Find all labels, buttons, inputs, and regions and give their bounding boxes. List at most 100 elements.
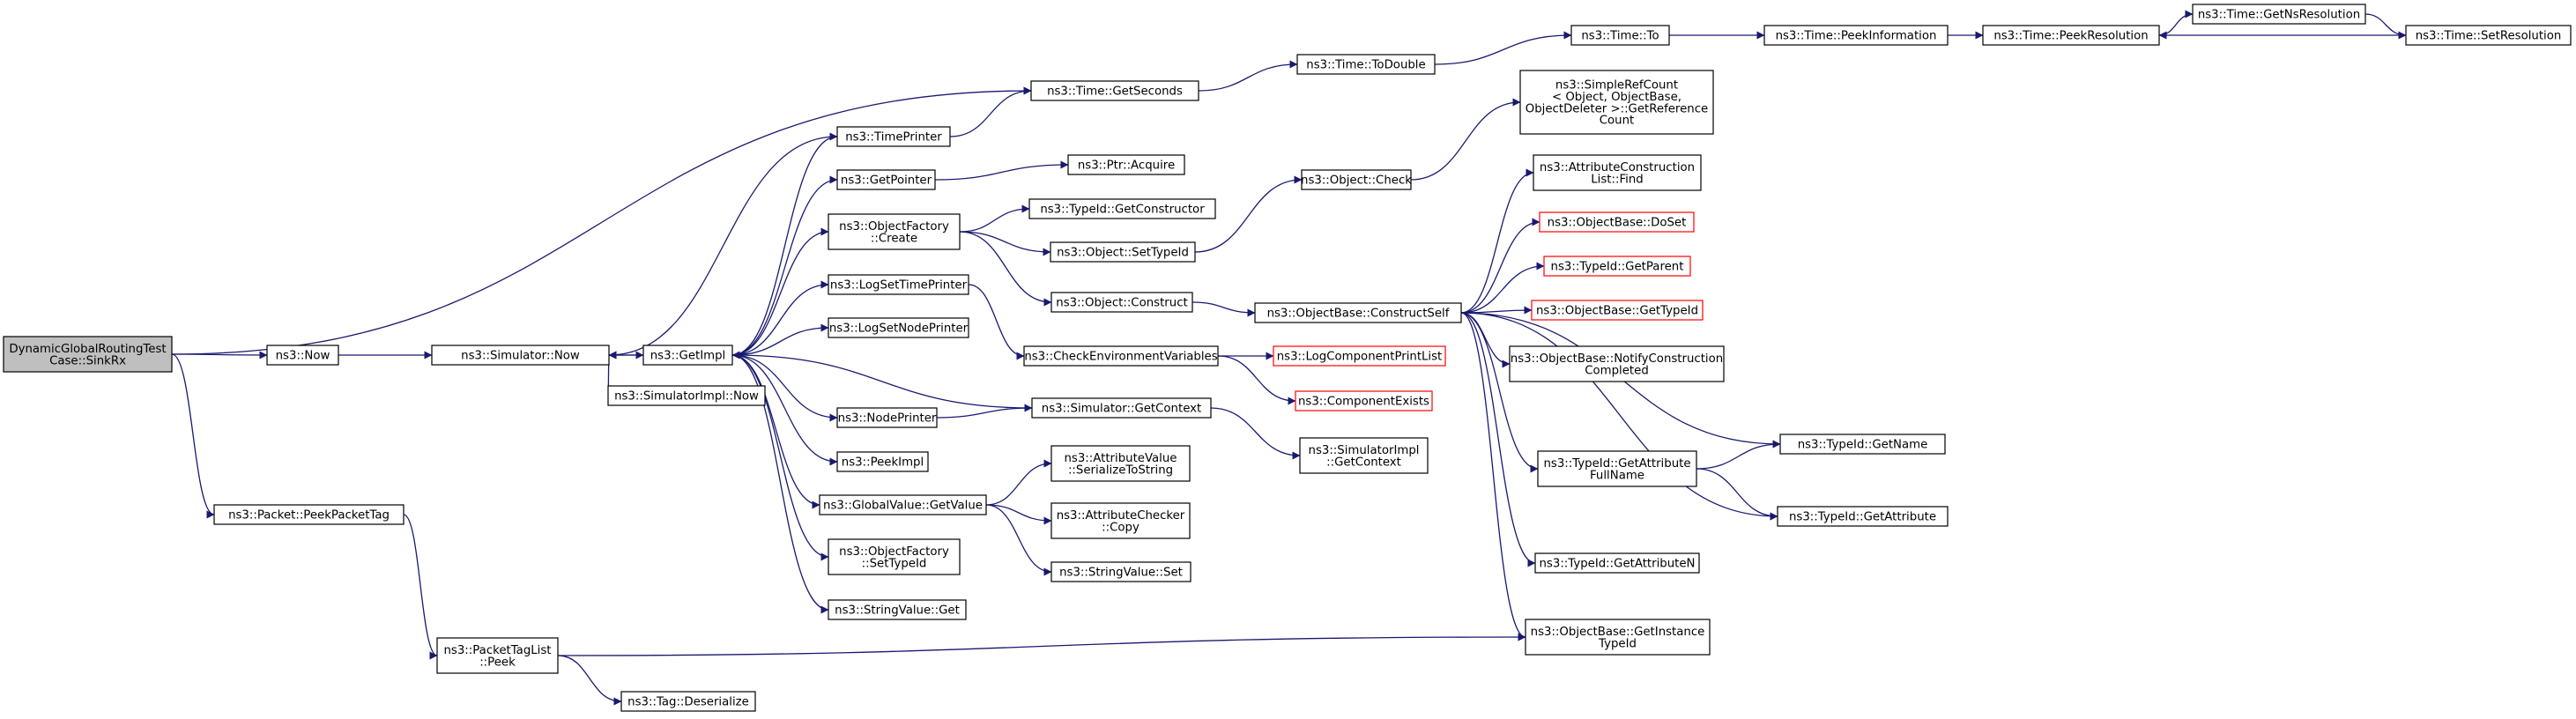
graph-node-objsettypeid[interactable]: ns3::Object::SetTypeId xyxy=(1050,241,1196,263)
node-label: ns3::ObjectBase::DoSet xyxy=(1548,217,1687,230)
graph-node-ofcreate[interactable]: ns3::ObjectFactory::Create xyxy=(828,213,961,250)
graph-node-peekpackettag[interactable]: ns3::Packet::PeekPacketTag xyxy=(213,504,405,525)
graph-node-now[interactable]: ns3::Now xyxy=(266,345,339,366)
node-label: ns3::Simulator::Now xyxy=(461,350,580,363)
graph-node-simnow[interactable]: ns3::Simulator::Now xyxy=(431,345,610,366)
node-label: ns3::AttributeChecker xyxy=(1057,509,1185,523)
node-label: ns3::Time::PeekInformation xyxy=(1776,30,1937,43)
graph-node-peekres[interactable]: ns3::Time::PeekResolution xyxy=(1982,25,2160,46)
node-box xyxy=(836,451,929,472)
node-label: ns3::ComponentExists xyxy=(1298,396,1429,409)
graph-node-getconstructor[interactable]: ns3::TypeId::GetConstructor xyxy=(1028,198,1216,219)
graph-node-getpointer[interactable]: ns3::GetPointer xyxy=(836,169,936,190)
graph-node-checkenv[interactable]: ns3::CheckEnvironmentVariables xyxy=(1023,345,1219,367)
node-label: ::Copy xyxy=(1102,521,1140,534)
graph-node-obgettypeid[interactable]: ns3::ObjectBase::GetTypeId xyxy=(1531,300,1704,321)
graph-node-peekinfo[interactable]: ns3::Time::PeekInformation xyxy=(1763,25,1949,46)
call-edge-constructself-to-getattribute xyxy=(1460,312,1778,521)
call-edge-getpointer-to-ptracquire xyxy=(934,160,1069,181)
call-edge-checkenv-to-compexists xyxy=(1217,355,1296,405)
node-box xyxy=(1533,154,1702,191)
node-label: ns3::CheckEnvironmentVariables xyxy=(1024,351,1217,364)
node-label: ns3::LogSetNodePrinter xyxy=(829,322,969,336)
graph-node-getattribute[interactable]: ns3::TypeId::GetAttribute xyxy=(1777,506,1949,527)
edge-layer xyxy=(171,10,2407,706)
node-box xyxy=(1050,561,1191,582)
graph-node-timeprinter[interactable]: ns3::TimePrinter xyxy=(836,126,951,147)
graph-node-tagdeserialize[interactable]: ns3::Tag::Deserialize xyxy=(620,691,756,712)
call-edge-constructself-to-getparent xyxy=(1460,262,1545,314)
node-box xyxy=(828,213,961,250)
graph-node-svget[interactable]: ns3::StringValue::Get xyxy=(828,599,967,620)
graph-node-getseconds[interactable]: ns3::Time::GetSeconds xyxy=(1030,80,1199,101)
graph-node-ptlpeek[interactable]: ns3::PacketTagList::Peek xyxy=(436,637,559,674)
graph-node-simimplnow[interactable]: ns3::SimulatorImpl::Now xyxy=(607,385,766,406)
graph-node-getnsres[interactable]: ns3::Time::GetNsResolution xyxy=(2192,4,2366,25)
call-edge-getimpl-to-logsetnp xyxy=(731,323,829,356)
node-box xyxy=(642,345,733,366)
node-label: ns3::TypeId::GetAttribute xyxy=(1543,457,1690,471)
node-box xyxy=(828,317,969,338)
graph-node-peekimpl[interactable]: ns3::PeekImpl xyxy=(836,451,929,472)
node-label: Completed xyxy=(1585,364,1649,377)
call-edge-getimpl-to-gvgetvalue xyxy=(731,354,820,509)
node-box xyxy=(836,126,951,147)
node-label: List::Find xyxy=(1591,173,1643,186)
node-box xyxy=(620,691,756,712)
graph-node-getattrn[interactable]: ns3::TypeId::GetAttributeN xyxy=(1534,552,1700,574)
node-box xyxy=(1570,25,1670,46)
graph-node-avserialize[interactable]: ns3::AttributeValue::SerializeToString xyxy=(1050,445,1191,482)
graph-node-accopy[interactable]: ns3::AttributeChecker::Copy xyxy=(1050,502,1191,539)
graph-node-getrefcount[interactable]: ns3::SimpleRefCount< Object, ObjectBase,… xyxy=(1519,70,1714,135)
node-label: ns3::Time::To xyxy=(1581,30,1659,43)
node-label: ns3::SimulatorImpl::Now xyxy=(614,390,759,404)
node-box xyxy=(213,504,405,525)
graph-node-doset[interactable]: ns3::ObjectBase::DoSet xyxy=(1539,211,1695,233)
call-edge-gvgetvalue-to-svset xyxy=(985,504,1052,576)
node-label: ::SetTypeId xyxy=(862,557,927,570)
call-edge-objsettypeid-to-objcheck xyxy=(1194,175,1303,253)
graph-node-getimpl[interactable]: ns3::GetImpl xyxy=(642,345,733,366)
call-edge-constructself-to-doset xyxy=(1460,218,1540,314)
graph-node-simgetcontext[interactable]: ns3::Simulator::GetContext xyxy=(1031,397,1212,419)
graph-node-setres[interactable]: ns3::Time::SetResolution xyxy=(2405,25,2572,46)
graph-node-gvgetvalue[interactable]: ns3::GlobalValue::GetValue xyxy=(819,494,987,515)
call-edge-getimpl-to-ofcreate xyxy=(731,227,829,356)
node-box xyxy=(1050,241,1196,263)
graph-node-timeto[interactable]: ns3::Time::To xyxy=(1570,25,1670,46)
graph-node-getparent[interactable]: ns3::TypeId::GetParent xyxy=(1543,256,1691,277)
node-box xyxy=(819,494,987,515)
graph-node-ptracquire[interactable]: ns3::Ptr::Acquire xyxy=(1067,154,1185,175)
node-box xyxy=(1023,345,1219,367)
graph-node-constructself[interactable]: ns3::ObjectBase::ConstructSelf xyxy=(1254,302,1462,323)
graph-node-logsettp[interactable]: ns3::LogSetTimePrinter xyxy=(828,274,969,295)
node-label: ns3::GlobalValue::GetValue xyxy=(823,500,983,513)
node-label: ns3::AttributeConstruction xyxy=(1540,161,1695,174)
graph-node-logsetnp[interactable]: ns3::LogSetNodePrinter xyxy=(828,317,969,338)
graph-node-objcheck[interactable]: ns3::Object::Check xyxy=(1301,169,1412,190)
node-box xyxy=(1982,25,2160,46)
node-label: ns3::Ptr::Acquire xyxy=(1078,159,1175,173)
graph-node-compexists[interactable]: ns3::ComponentExists xyxy=(1295,390,1433,411)
node-label: ns3::Time::GetSeconds xyxy=(1047,85,1183,99)
graph-node-todouble[interactable]: ns3::Time::ToDouble xyxy=(1296,54,1436,75)
graph-node-getname[interactable]: ns3::TypeId::GetName xyxy=(1779,434,1946,455)
node-label: ns3::Packet::PeekPacketTag xyxy=(228,509,390,523)
call-edge-getimpl-to-svget xyxy=(731,354,829,614)
graph-node-logcpl[interactable]: ns3::LogComponentPrintList xyxy=(1273,345,1446,367)
call-edge-todouble-to-timeto xyxy=(1434,31,1572,65)
graph-node-objconstruct[interactable]: ns3::Object::Construct xyxy=(1050,292,1193,313)
graph-node-ofsettypeid[interactable]: ns3::ObjectFactory::SetTypeId xyxy=(828,538,961,575)
node-box xyxy=(607,385,766,406)
graph-node-nodeprinter[interactable]: ns3::NodePrinter xyxy=(836,407,938,428)
call-edge-getimpl-to-nodeprinter xyxy=(731,354,838,422)
graph-node-svset[interactable]: ns3::StringValue::Set xyxy=(1050,561,1191,582)
graph-node-simimplgetctx[interactable]: ns3::SimulatorImpl::GetContext xyxy=(1299,437,1429,474)
node-label: ns3::TypeId::GetName xyxy=(1798,439,1928,452)
node-box xyxy=(1030,80,1199,101)
graph-node-notifyconstr[interactable]: ns3::ObjectBase::NotifyConstructionCompl… xyxy=(1509,345,1725,382)
